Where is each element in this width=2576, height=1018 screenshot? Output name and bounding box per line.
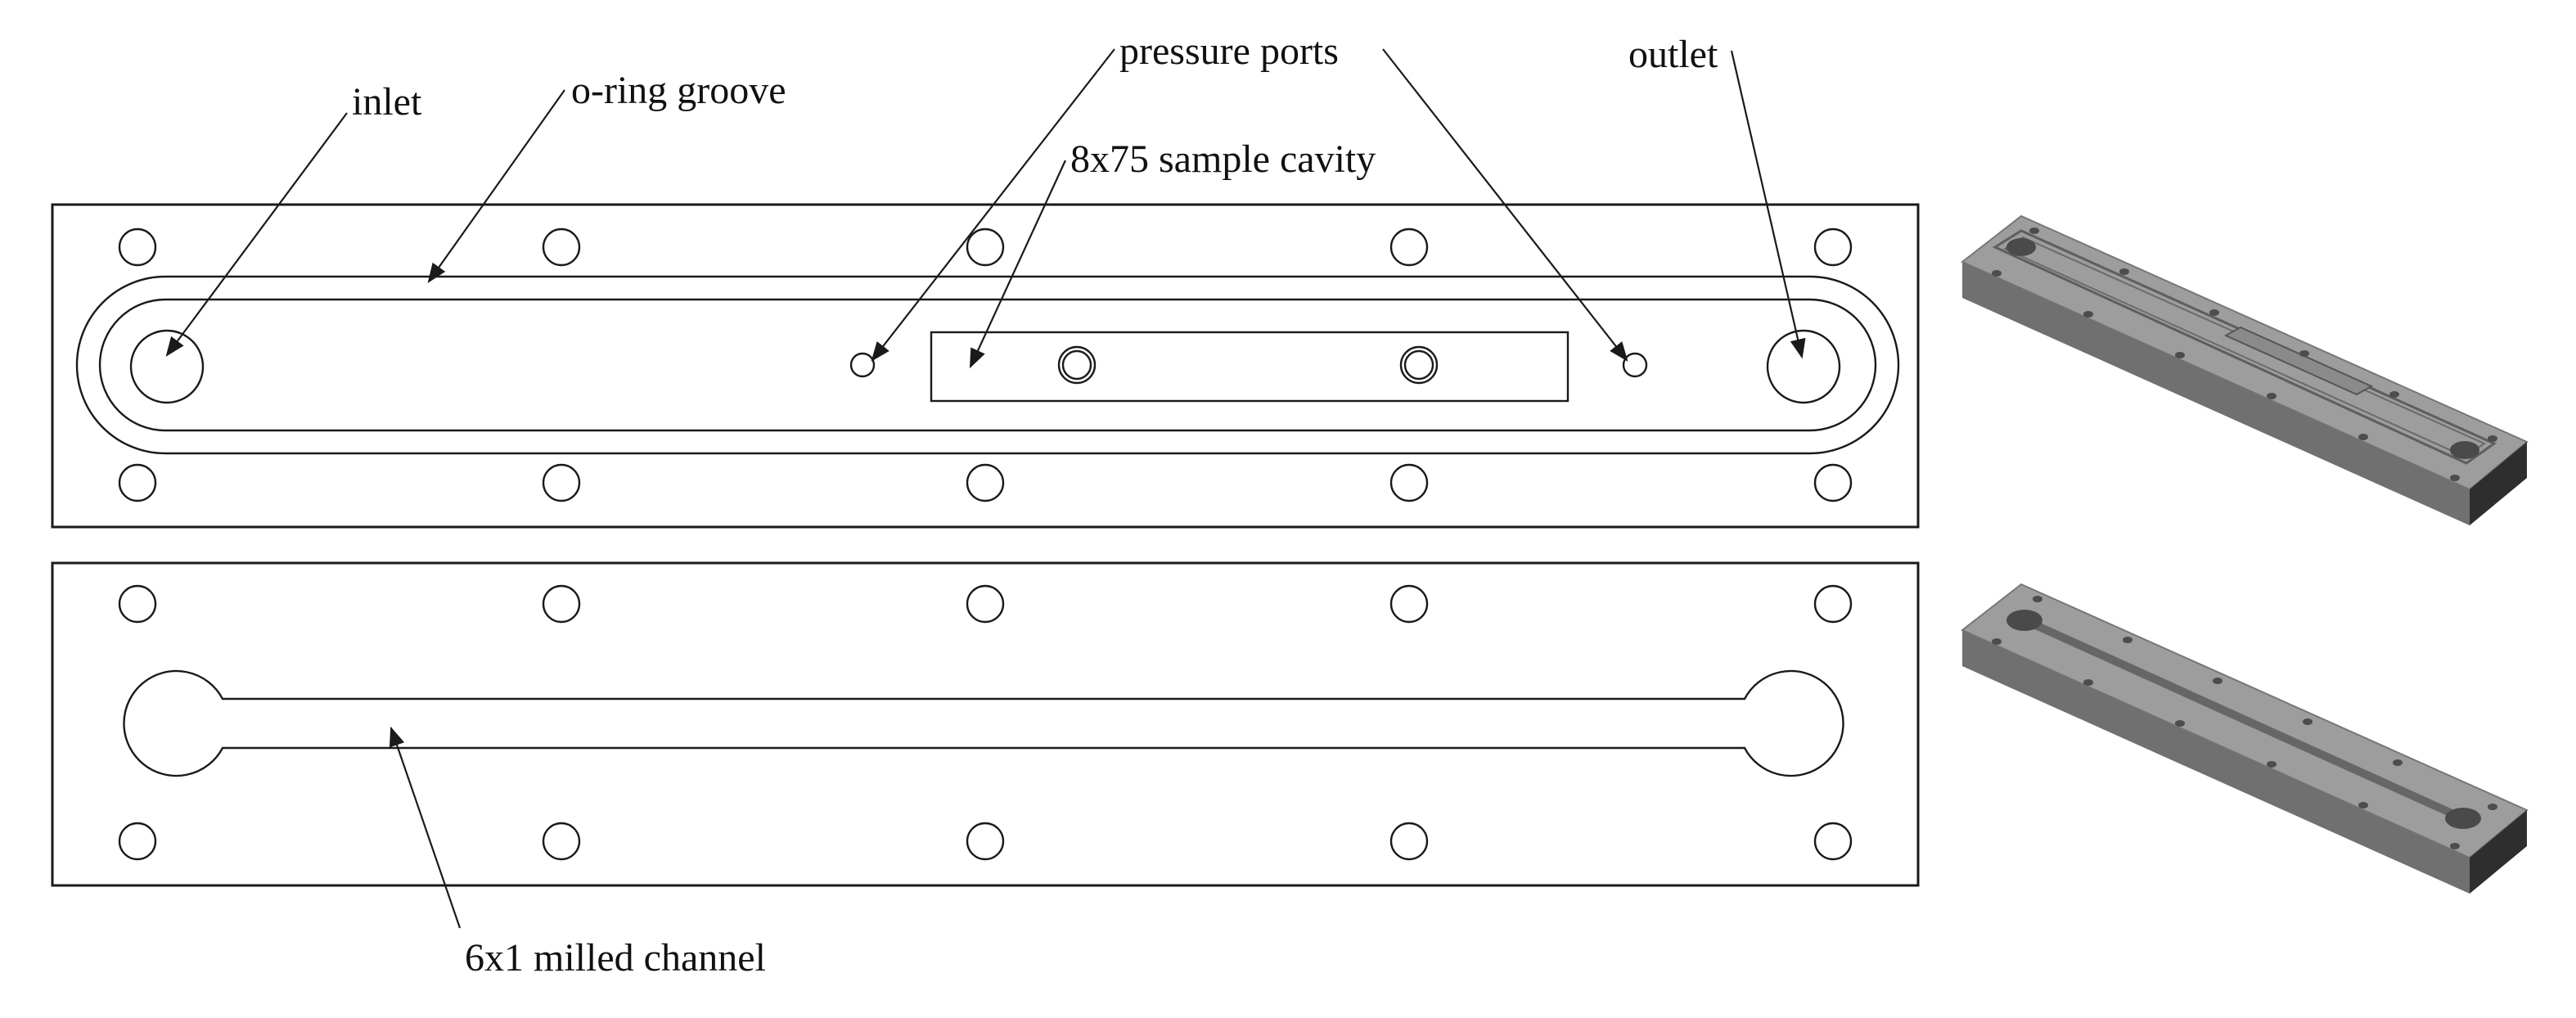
render-bolt-dots bbox=[1992, 227, 2497, 481]
cavity-hole bbox=[1399, 345, 1439, 385]
pressure-ports-label: pressure ports bbox=[1119, 29, 1339, 73]
bolt-hole bbox=[1813, 822, 1853, 861]
render-side-face bbox=[1962, 630, 2470, 894]
cavity-hole bbox=[1057, 345, 1097, 385]
bolt-hole bbox=[1389, 584, 1429, 624]
pressure-port-right bbox=[1622, 352, 1648, 378]
bottom-plate-outline bbox=[51, 561, 1920, 887]
sample-cavity-label: 8x75 sample cavity bbox=[1070, 137, 1376, 181]
top-plate-render bbox=[1961, 214, 2529, 525]
bolt-hole bbox=[966, 227, 1005, 267]
milled-channel bbox=[123, 669, 1844, 777]
bolt-hole bbox=[542, 463, 581, 502]
bolt-hole bbox=[1389, 227, 1429, 267]
outlet-port bbox=[1766, 329, 1841, 404]
top-plate-outline bbox=[51, 203, 1920, 529]
inlet-leader bbox=[165, 112, 348, 357]
render-side-face bbox=[1962, 262, 2470, 525]
render-pocket bbox=[2006, 610, 2042, 631]
render-groove bbox=[1992, 229, 2497, 465]
pressure-port-left bbox=[849, 352, 876, 378]
render-end-face bbox=[2470, 442, 2527, 525]
milled-channel-label: 6x1 milled channel bbox=[465, 936, 766, 980]
sample-cavity bbox=[930, 331, 1569, 403]
bottom-plate-bolt-holes bbox=[118, 584, 1853, 861]
bolt-hole bbox=[1813, 584, 1853, 624]
render-outlet bbox=[2450, 441, 2479, 459]
render-end-face bbox=[2470, 810, 2527, 894]
cavity-leader bbox=[969, 160, 1066, 369]
bolt-hole bbox=[118, 227, 157, 267]
bolt-hole bbox=[542, 822, 581, 861]
outlet-leader bbox=[1730, 50, 1806, 359]
bolt-hole bbox=[118, 463, 157, 502]
cavity-hole-inner bbox=[1403, 349, 1434, 381]
bolt-hole bbox=[542, 227, 581, 267]
render-bolt-dots bbox=[1992, 596, 2497, 849]
oring-groove-outer bbox=[75, 275, 1900, 455]
oring-leader bbox=[427, 89, 565, 283]
bolt-hole bbox=[966, 584, 1005, 624]
render-cavity bbox=[2223, 326, 2374, 396]
inlet-port bbox=[129, 329, 205, 404]
bolt-hole bbox=[966, 463, 1005, 502]
bolt-hole bbox=[1813, 463, 1853, 502]
render-channel bbox=[2019, 615, 2469, 824]
render-top-face bbox=[1961, 214, 2529, 491]
oring-groove-label: o-ring groove bbox=[571, 69, 786, 112]
bolt-hole bbox=[118, 822, 157, 861]
bolt-hole bbox=[966, 822, 1005, 861]
bottom-plate bbox=[51, 561, 1920, 887]
bolt-hole bbox=[542, 584, 581, 624]
oring-groove-inner bbox=[98, 298, 1877, 432]
top-plate-bolt-holes bbox=[118, 227, 1853, 502]
bolt-hole bbox=[118, 584, 157, 624]
pressure-leader-left bbox=[871, 48, 1115, 362]
bottom-plate-render bbox=[1961, 583, 2529, 894]
cavity-hole-inner bbox=[1061, 349, 1092, 381]
outlet-label: outlet bbox=[1628, 33, 1718, 76]
labels: inlet o-ring groove pressure ports 8x75 … bbox=[352, 29, 1718, 980]
inlet-label: inlet bbox=[352, 80, 422, 124]
pressure-leader-right bbox=[1382, 48, 1628, 362]
bolt-hole bbox=[1389, 822, 1429, 861]
top-plate bbox=[51, 203, 1920, 529]
render-pocket bbox=[2445, 808, 2481, 829]
bolt-hole bbox=[1813, 227, 1853, 267]
render-inlet bbox=[2006, 238, 2036, 256]
bolt-hole bbox=[1389, 463, 1429, 502]
channel-leader bbox=[389, 726, 462, 929]
leader-lines bbox=[165, 48, 1806, 929]
